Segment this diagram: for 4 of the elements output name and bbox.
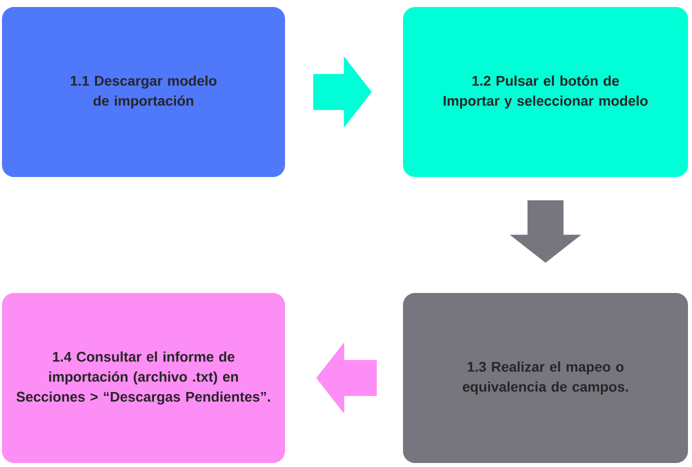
- process-box: 1.3 Realizar el mapeo o equivalencia de campos.: [403, 293, 688, 463]
- process-box: 1.4 Consultar el informe de importación (archivo .txt) en Secciones > “Descargas Pendientes”.: [2, 293, 285, 463]
- process-box: 1.2 Pulsar el botón de Importar y seleccionar modelo: [403, 7, 688, 177]
- process-box: 1.1 Descargar modelo de importación: [2, 7, 285, 177]
